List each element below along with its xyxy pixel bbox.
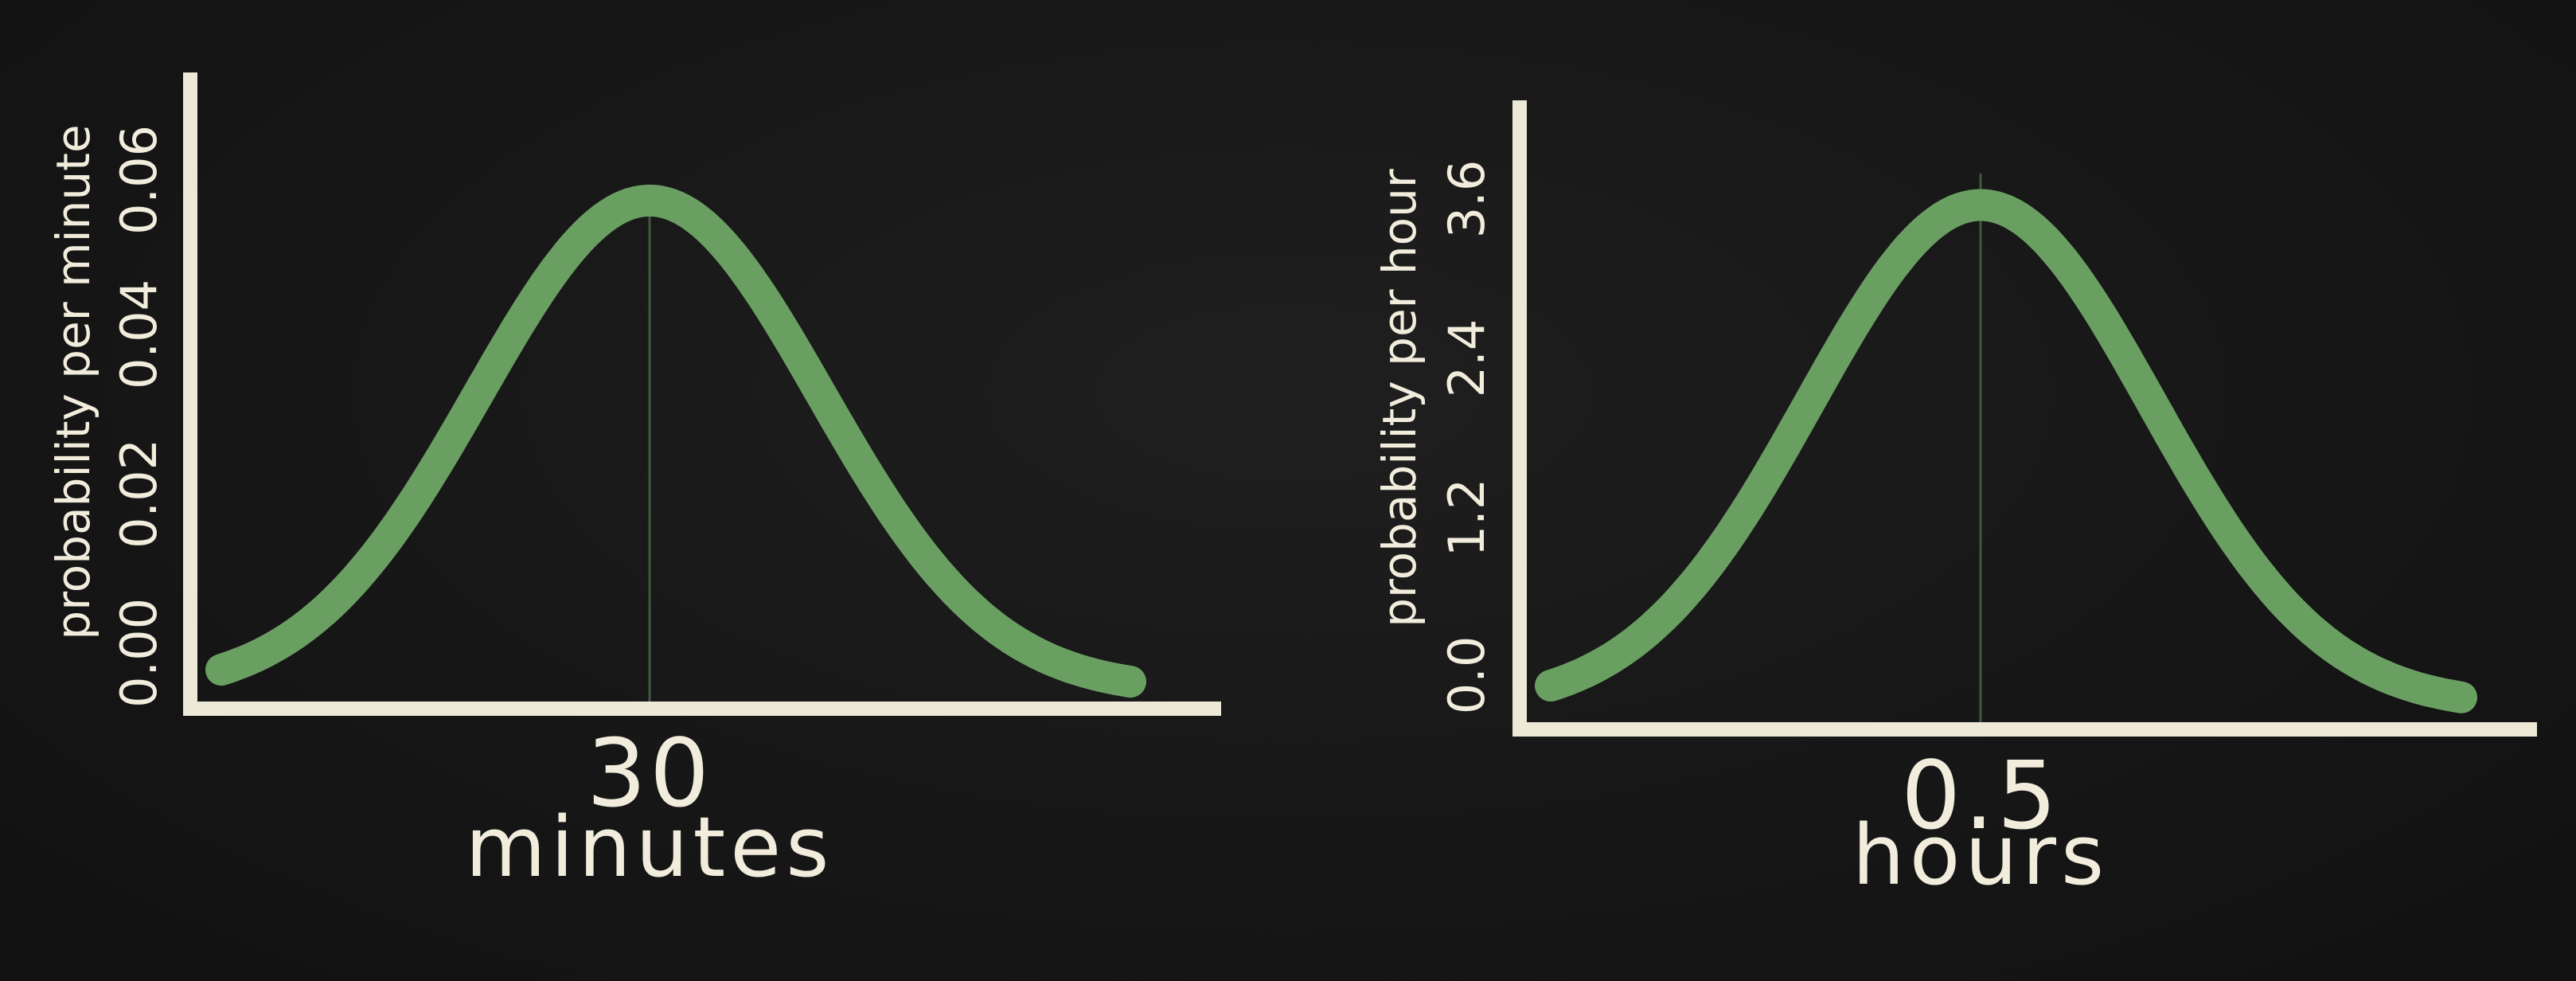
density-curve-hours: [1535, 189, 2477, 713]
xlabel-hours: hours: [1852, 807, 2109, 904]
center-value-hours: 0.5: [1901, 741, 2060, 850]
chart-hours: probability per hour 0.0 1.2 2.4 3.6 0.5…: [1372, 100, 2537, 904]
density-curve-minutes: [205, 184, 1146, 698]
ytick-minutes-1: 0.02: [110, 439, 168, 549]
axes-hours: [1512, 100, 2537, 737]
ytick-hours-0: 0.0: [1438, 636, 1496, 715]
ytick-hours-3: 3.6: [1438, 160, 1496, 239]
axes-minutes: [183, 72, 1221, 716]
ytick-hours-2: 2.4: [1438, 319, 1496, 398]
center-value-minutes: 30: [587, 718, 712, 828]
xlabel-minutes: minutes: [466, 799, 834, 896]
chart-minutes: probability per minute 0.00 0.02 0.04 0.…: [46, 72, 1221, 896]
ytick-minutes-0: 0.00: [110, 598, 168, 708]
ytick-minutes-3: 0.06: [110, 125, 168, 235]
ytick-hours-1: 1.2: [1438, 479, 1496, 557]
ylabel-minutes: probability per minute: [46, 124, 100, 639]
ylabel-hours: probability per hour: [1372, 169, 1427, 627]
ytick-minutes-2: 0.04: [110, 279, 168, 389]
